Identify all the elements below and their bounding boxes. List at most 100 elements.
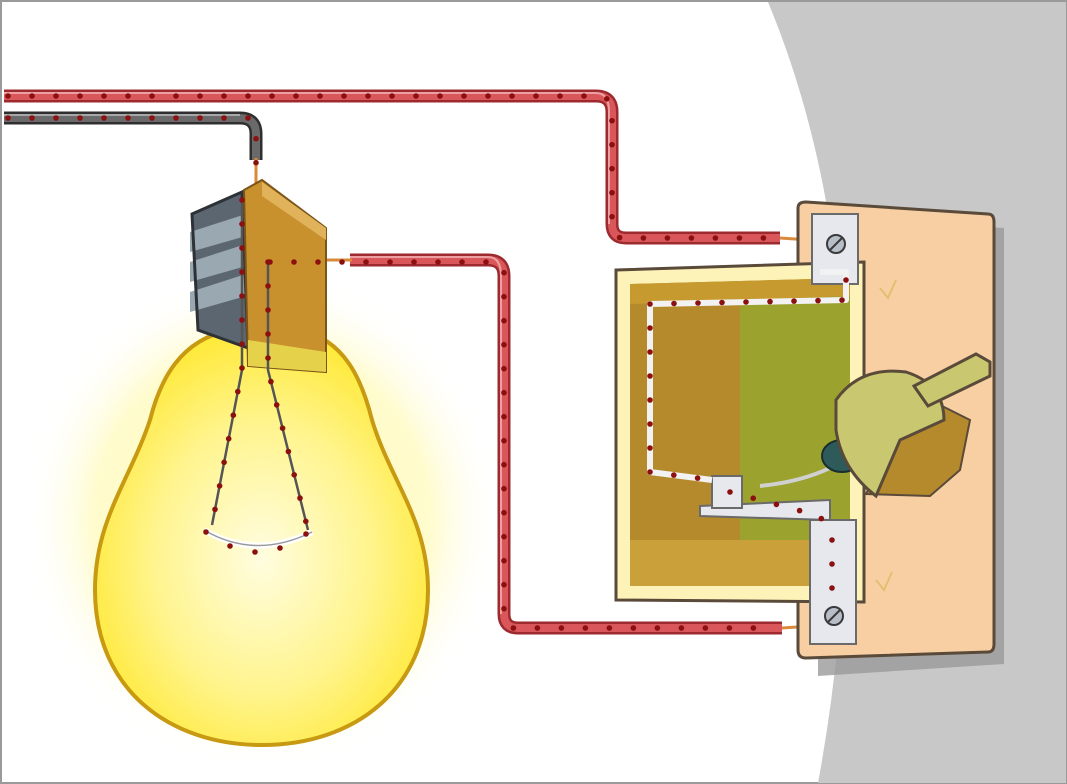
electron-dot [461,93,467,99]
electron-dot [501,269,507,276]
electron-dot [239,293,245,299]
electron-dot [339,259,345,265]
electron-dot [291,472,298,478]
electron-dot [239,341,245,347]
electron-dot [239,269,245,275]
bulb-screw-base [190,189,250,351]
electron-dot [604,96,610,102]
electron-dot [616,234,623,241]
electron-dot [149,93,155,99]
electron-dot [221,459,227,466]
electron-dot [269,93,275,99]
electron-dot [303,518,309,525]
electron-dot [727,489,733,495]
electron-dot [252,549,258,555]
electron-dot [501,389,507,396]
electron-dot [829,585,835,591]
electron-dot [29,93,35,99]
electron-dot [743,299,749,305]
electron-dot [647,349,653,355]
electron-dot [760,235,767,241]
electron-dot [239,317,245,323]
electron-dot [501,413,507,420]
electron-dot [647,445,653,451]
electron-dot [245,115,251,121]
electron-dot [265,307,271,313]
electron-dot [647,469,653,475]
electron-dot [285,448,292,455]
electron-dot [239,197,245,203]
electron-dot [216,483,223,489]
electron-dot [363,259,369,265]
electron-dot [843,277,849,283]
electron-dot [459,259,465,265]
electron-dot [630,625,637,631]
electron-dot [726,625,733,631]
electron-dot [265,283,271,289]
electron-dot [773,501,780,508]
electron-dot [53,93,59,99]
electron-dot [5,115,11,121]
electron-dot [702,625,709,631]
electron-dot [437,93,443,99]
electron-dot [609,213,615,220]
electron-dot [558,625,565,631]
electron-dot [265,331,271,337]
electron-dot [712,235,719,241]
bulb-glass [92,328,431,748]
electron-dot [501,605,507,612]
light-bulb-icon [92,178,431,748]
electron-dot [293,93,299,99]
electron-dot [501,509,507,516]
electron-dot [688,235,695,241]
electron-dot [609,141,615,148]
electron-dot [533,93,539,99]
electron-dot [173,115,179,121]
electron-dot [253,135,259,142]
electron-dot [203,529,209,535]
electron-dot [149,115,155,121]
electron-dot [647,421,653,427]
electron-dot [640,235,647,241]
electron-dot [581,93,587,99]
electron-dot [501,365,507,372]
electron-dot [29,115,35,121]
electron-dot [303,531,309,537]
electron-dot [221,93,227,99]
electron-dot [501,317,507,324]
electron-dot [818,515,825,522]
electron-dot [509,93,515,99]
electron-dot [609,117,615,124]
electron-dot [791,298,797,304]
electron-dot [606,625,613,631]
electron-dot [501,293,507,300]
electron-dot [125,115,131,121]
electron-dot [829,537,835,543]
electron-dot [654,625,661,631]
electron-dot [609,189,615,196]
electron-dot [796,507,803,514]
electron-dot [736,235,743,241]
electron-dot [647,301,653,307]
electron-dot [197,93,203,99]
electron-dot [297,495,303,501]
electron-dot [77,93,83,99]
toggle-switch-icon [614,200,1004,676]
electron-dot [483,259,489,265]
electron-dot [678,625,685,631]
electron-dot [815,297,821,304]
electron-dot [341,93,347,99]
electron-dot [268,378,274,385]
electron-dot [501,341,507,348]
electron-dot [77,115,83,121]
electron-dot [53,115,59,121]
electron-dot [609,165,615,172]
electron-dot [501,485,507,492]
electron-dot [582,625,589,631]
electron-dot [664,235,671,241]
electron-dot [501,581,507,588]
electron-dot [253,159,259,166]
electron-dot [279,425,286,432]
electron-dot [767,298,773,305]
